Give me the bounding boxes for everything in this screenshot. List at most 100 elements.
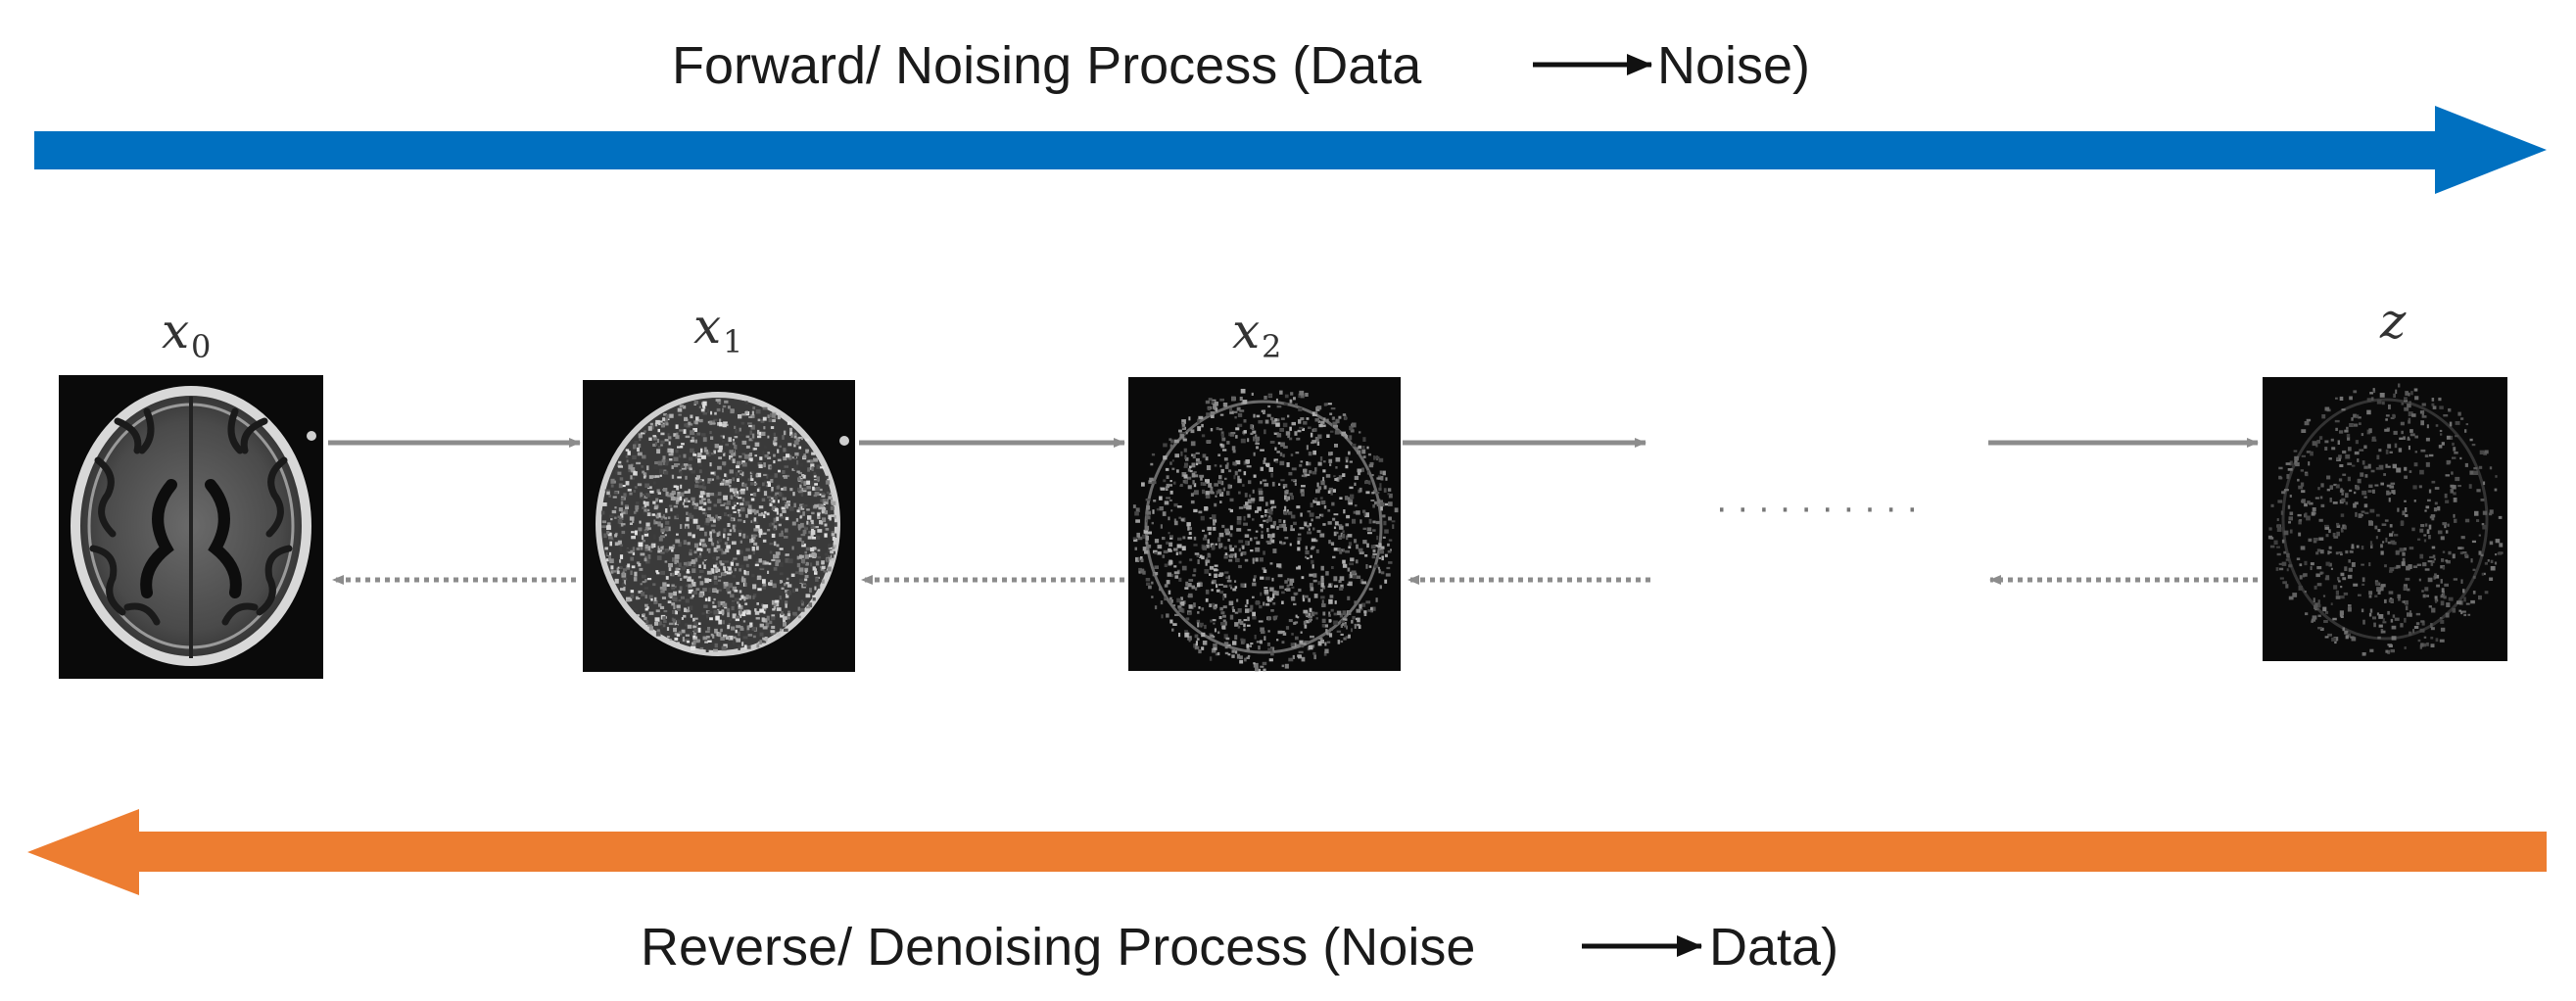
noise-speckle xyxy=(1235,459,1241,465)
noise-speckle xyxy=(2445,530,2449,534)
noise-speckle xyxy=(827,566,832,572)
noise-speckle xyxy=(1252,611,1256,617)
noise-speckle xyxy=(2336,522,2340,526)
noise-speckle xyxy=(2482,481,2486,486)
noise-speckle xyxy=(737,478,739,482)
noise-speckle xyxy=(646,578,652,581)
noise-speckle xyxy=(2429,515,2434,519)
noise-speckle xyxy=(2495,553,2498,556)
noise-speckle xyxy=(738,597,742,600)
noise-speckle xyxy=(1372,549,1376,553)
noise-speckle xyxy=(752,492,756,497)
noise-speckle xyxy=(1219,464,1222,468)
noise-speckle xyxy=(1173,520,1178,526)
noise-speckle xyxy=(1168,548,1171,551)
noise-speckle xyxy=(732,458,736,463)
noise-speckle xyxy=(1147,531,1152,535)
noise-speckle xyxy=(698,495,704,499)
noise-speckle xyxy=(704,531,707,537)
noise-speckle xyxy=(730,561,734,566)
noise-speckle xyxy=(624,504,629,507)
noise-speckle xyxy=(1226,491,1230,496)
noise-speckle xyxy=(797,487,800,492)
noise-speckle xyxy=(1260,627,1264,632)
noise-speckle xyxy=(763,473,767,476)
noise-speckle xyxy=(697,627,701,633)
noise-speckle xyxy=(1269,500,1275,504)
noise-speckle xyxy=(2409,631,2412,636)
noise-speckle xyxy=(717,450,723,453)
noise-speckle xyxy=(1320,565,1324,571)
noise-speckle xyxy=(680,471,683,476)
noise-speckle xyxy=(739,609,742,614)
noise-speckle xyxy=(641,592,645,596)
noise-speckle xyxy=(754,454,757,457)
noise-speckle xyxy=(642,540,645,543)
noise-speckle xyxy=(1260,481,1263,485)
noise-speckle xyxy=(2453,492,2457,496)
noise-speckle xyxy=(687,624,692,629)
noise-speckle xyxy=(1266,413,1271,417)
noise-speckle xyxy=(661,596,666,599)
noise-speckle xyxy=(1171,628,1174,632)
noise-speckle xyxy=(1164,563,1168,567)
noise-speckle xyxy=(1198,460,1202,464)
noise-speckle xyxy=(659,586,664,590)
noise-speckle xyxy=(1391,520,1396,523)
noise-speckle xyxy=(1178,429,1182,433)
noise-speckle xyxy=(648,626,653,631)
noise-speckle xyxy=(2368,612,2372,617)
noise-speckle xyxy=(1244,604,1248,607)
noise-speckle xyxy=(2421,415,2427,418)
noise-speckle xyxy=(710,436,714,440)
noise-speckle xyxy=(683,561,688,566)
noise-speckle xyxy=(1172,623,1177,626)
noise-speckle xyxy=(689,551,692,556)
noise-speckle xyxy=(1365,491,1370,495)
noise-speckle xyxy=(713,575,718,580)
noise-speckle xyxy=(630,594,635,598)
noise-speckle xyxy=(2353,502,2357,508)
noise-speckle xyxy=(695,639,700,644)
noise-speckle xyxy=(767,452,771,454)
noise-speckle xyxy=(2286,552,2290,558)
noise-speckle xyxy=(774,473,778,478)
noise-speckle xyxy=(1163,549,1169,553)
noise-speckle xyxy=(1200,476,1203,481)
noise-speckle xyxy=(776,486,781,490)
noise-speckle xyxy=(2428,489,2432,494)
noise-speckle xyxy=(747,422,752,425)
noise-speckle xyxy=(1207,539,1210,545)
noise-speckle xyxy=(1267,647,1273,652)
noise-speckle xyxy=(1205,559,1211,563)
noise-speckle xyxy=(1331,501,1335,506)
noise-speckle xyxy=(672,499,676,502)
noise-speckle xyxy=(1272,594,1275,598)
noise-speckle xyxy=(763,604,769,608)
noise-speckle xyxy=(610,478,615,484)
noise-speckle xyxy=(667,600,672,603)
noise-speckle xyxy=(786,532,791,536)
noise-speckle xyxy=(622,577,628,581)
noise-speckle xyxy=(1222,614,1226,618)
noise-speckle xyxy=(709,420,712,425)
noise-speckle xyxy=(1140,558,1144,562)
noise-speckle xyxy=(1375,456,1380,459)
noise-speckle xyxy=(1156,507,1160,511)
noise-speckle xyxy=(1385,477,1388,481)
noise-speckle xyxy=(1259,524,1263,527)
noise-speckle xyxy=(743,453,749,459)
noise-speckle xyxy=(1260,449,1264,452)
noise-speckle xyxy=(1181,600,1185,606)
noise-speckle xyxy=(2305,512,2308,517)
noise-speckle xyxy=(1363,612,1367,616)
noise-speckle xyxy=(763,426,766,430)
noise-speckle xyxy=(2301,490,2306,494)
noise-speckle xyxy=(1330,491,1333,496)
noise-speckle xyxy=(2401,402,2405,405)
noise-speckle xyxy=(750,534,756,540)
noise-speckle xyxy=(1236,653,1241,659)
noise-speckle xyxy=(2367,463,2371,469)
noise-speckle xyxy=(1278,519,1282,523)
noise-speckle xyxy=(618,507,623,512)
